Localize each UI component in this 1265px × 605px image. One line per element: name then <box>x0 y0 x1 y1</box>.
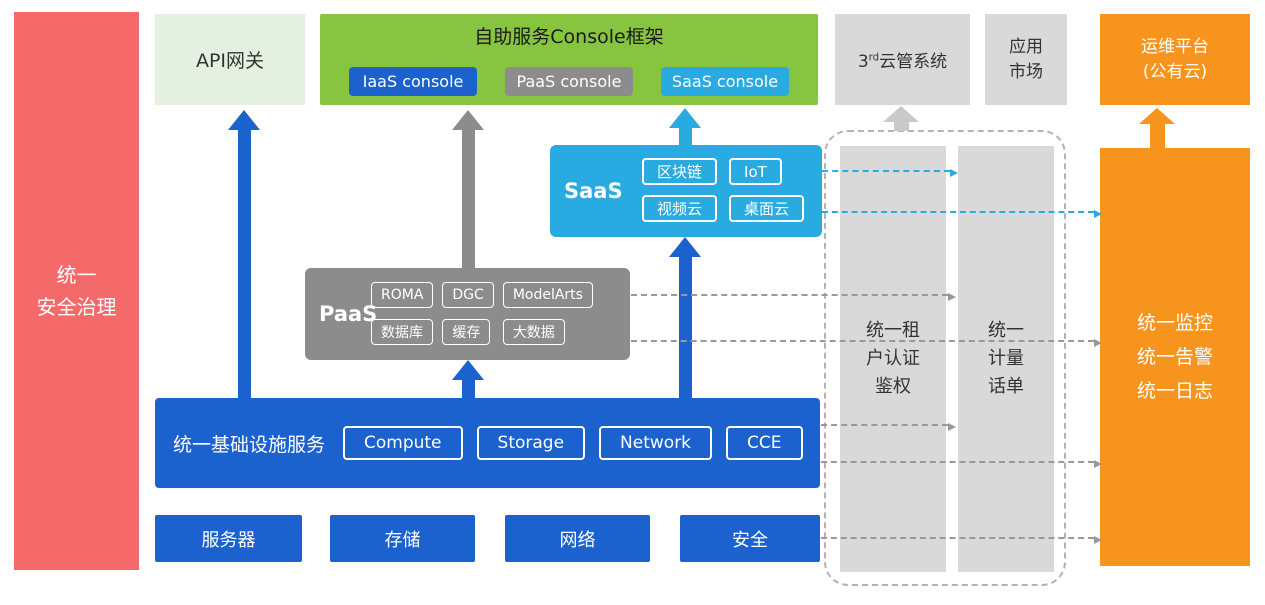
storage-box: 存储 <box>330 515 475 562</box>
chip-bigdata: 大数据 <box>502 319 565 345</box>
connector-paas-to-billing <box>631 293 956 301</box>
paas-console-button: PaaS console <box>505 67 633 96</box>
saas-console-button: SaaS console <box>661 67 789 96</box>
arrow-container-to-third-party <box>883 106 919 131</box>
chip-roma: ROMA <box>371 282 434 308</box>
arrow-shaft <box>461 130 475 268</box>
unified-tenant-auth-bar: 统一租 户认证 鉴权 <box>840 146 946 572</box>
paas-label: PaaS <box>319 302 378 326</box>
iaas-label: 统一基础设施服务 <box>173 433 326 456</box>
connector-saas-to-billing <box>822 169 958 177</box>
arrow-head <box>228 110 260 130</box>
chip-storage: Storage <box>476 426 586 460</box>
third-party-rest: 云管系统 <box>879 52 948 72</box>
tenant-billing-dashed-container <box>824 130 1066 586</box>
arrow-head <box>883 106 919 122</box>
unified-security-governance-bar: 统一 安全治理 <box>14 12 139 570</box>
arrow-head <box>452 360 484 380</box>
chip-cce: CCE <box>726 426 803 460</box>
chip-modelarts: ModelArts <box>502 282 593 308</box>
chip-video-cloud: 视频云 <box>642 195 718 222</box>
third-party-superscript: rd <box>868 52 880 64</box>
arrow-shaft <box>1149 124 1165 149</box>
api-gateway-box: API网关 <box>155 14 305 105</box>
unified-billing-bar: 统一 计量 话单 <box>958 146 1054 572</box>
saas-chips: 区块链 IoT 视频云 桌面云 <box>642 158 805 222</box>
chip-network: Network <box>599 426 713 460</box>
arrow-monitoring-to-ops-platform <box>1139 108 1175 149</box>
connector-iaas-to-billing <box>821 423 956 431</box>
console-buttons-row: IaaS console PaaS console SaaS console <box>320 67 818 96</box>
arrow-paas-to-console <box>452 110 484 268</box>
saas-label: SaaS <box>564 179 623 203</box>
ops-platform-box: 运维平台 (公有云) <box>1100 14 1250 105</box>
arrow-shaft <box>893 122 909 131</box>
chip-dgc: DGC <box>442 282 494 308</box>
chip-database: 数据库 <box>371 319 433 345</box>
arrow-iaas-to-api-gateway <box>228 110 260 398</box>
saas-box: SaaS 区块链 IoT 视频云 桌面云 <box>550 145 822 237</box>
connector-security-to-ops <box>821 536 1102 544</box>
security-box: 安全 <box>680 515 820 562</box>
arrow-shaft <box>678 257 692 398</box>
arrow-shaft <box>678 128 692 145</box>
connector-iaas-to-ops <box>821 460 1102 468</box>
chip-cache: 缓存 <box>442 319 491 345</box>
chip-compute: Compute <box>343 426 463 460</box>
network-box: 网络 <box>505 515 650 562</box>
iaas-box: 统一基础设施服务 Compute Storage Network CCE <box>155 398 820 488</box>
arrow-iaas-to-saas <box>669 237 701 398</box>
connector-saas-to-ops <box>822 210 1102 218</box>
unified-monitoring-bar: 统一监控 统一告警 统一日志 <box>1100 148 1250 566</box>
chip-iot: IoT <box>729 158 782 185</box>
arrow-saas-to-console <box>669 108 701 145</box>
paas-chips: ROMA DGC ModelArts 数据库 缓存 大数据 <box>371 282 593 345</box>
chip-desktop-cloud: 桌面云 <box>729 195 805 222</box>
chip-blockchain: 区块链 <box>642 158 718 185</box>
connector-paas-to-ops <box>631 339 1102 347</box>
arrow-head <box>1139 108 1175 124</box>
arrow-iaas-to-paas <box>452 360 484 398</box>
server-box: 服务器 <box>155 515 302 562</box>
iaas-console-button: IaaS console <box>349 67 477 96</box>
third-party-label: 3rd云管系统 <box>858 47 947 72</box>
arrow-shaft <box>461 380 475 398</box>
app-market-box: 应用 市场 <box>985 14 1067 105</box>
third-party-prefix: 3 <box>857 52 869 72</box>
paas-box: PaaS ROMA DGC ModelArts 数据库 缓存 大数据 <box>305 268 630 360</box>
arrow-head <box>669 237 701 257</box>
third-party-cloud-mgmt-box: 3rd云管系统 <box>835 14 970 105</box>
console-frame-box: 自助服务Console框架 IaaS console PaaS console … <box>320 14 818 105</box>
iaas-chips: Compute Storage Network CCE <box>343 426 803 460</box>
arrow-shaft <box>237 130 251 398</box>
console-frame-title: 自助服务Console框架 <box>474 26 664 48</box>
arrow-head <box>669 108 701 128</box>
arrow-head <box>452 110 484 130</box>
